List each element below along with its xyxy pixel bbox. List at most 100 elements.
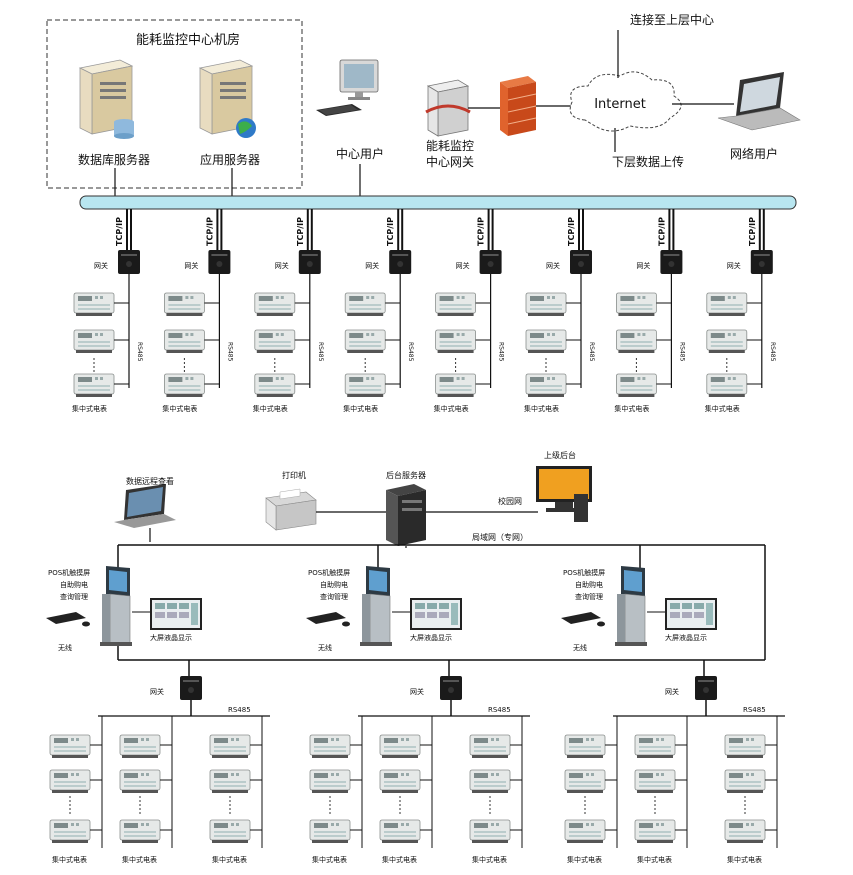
tcp-ip-label: TCP/IP: [477, 217, 486, 246]
meter-icon: [564, 819, 606, 844]
section-gateway-icon: [180, 676, 202, 700]
backend-server-label: 后台服务器: [386, 470, 426, 480]
meter-icon: [435, 329, 477, 354]
branch-gateway-label: 网关: [275, 261, 289, 270]
meter-label: 集中式电表: [122, 855, 157, 864]
section-gateway-label: 网关: [150, 687, 164, 696]
meter-icon: [379, 734, 421, 759]
branch-gateway-label: 网关: [365, 261, 379, 270]
meter-icon: [344, 292, 386, 317]
meter-icon: [49, 769, 91, 794]
meter-icon: [73, 329, 115, 354]
branch-gateway-label: 网关: [456, 261, 470, 270]
rs485-label: RS485: [228, 706, 251, 714]
meter-icon: [525, 373, 567, 398]
tcp-ip-label: TCP/IP: [748, 217, 757, 246]
meter-icon: [469, 769, 511, 794]
rs485-label: RS485: [743, 706, 766, 714]
meter-icon: [615, 373, 657, 398]
wireless-keyboard-icon: [46, 612, 90, 627]
meter-icon: [634, 819, 676, 844]
datacenter-title: 能耗监控中心机房: [136, 32, 240, 48]
branch-gateway-label: 网关: [184, 261, 198, 270]
meter-label: 集中式电表: [212, 855, 247, 864]
wireless-label: 无线: [318, 643, 332, 652]
meter-icon: [634, 734, 676, 759]
remote-view-laptop: [114, 484, 176, 528]
meter-icon: [435, 292, 477, 317]
kiosk-icon: [614, 565, 648, 647]
meter-icon: [209, 734, 251, 759]
meter-icon: [119, 734, 161, 759]
kiosk-icon: [359, 565, 393, 647]
meter-icon: [724, 819, 766, 844]
meter-icon: [344, 329, 386, 354]
app-server-label: 应用服务器: [200, 152, 260, 167]
meter-group-label: 集中式电表: [72, 404, 107, 413]
meter-icon: [564, 734, 606, 759]
meter-icon: [344, 373, 386, 398]
lan-label: 局域网（专网）: [472, 532, 528, 542]
meter-icon: [163, 292, 205, 317]
network-user-laptop: [717, 72, 801, 131]
meter-icon: [73, 292, 115, 317]
upper-backend-pc: [536, 466, 592, 522]
kiosk-label-line1: POS机触摸屏: [308, 568, 350, 577]
big-screen-icon: [150, 598, 202, 630]
kiosk-label-line3: 查询管理: [575, 592, 603, 601]
meter-icon: [379, 819, 421, 844]
big-screen-label: 大屏液晶显示: [410, 633, 452, 642]
branch-gateway-icon: [479, 250, 502, 274]
kiosk-label-line2: 自助购电: [320, 580, 348, 589]
meter-label: 集中式电表: [472, 855, 507, 864]
section-gateway-icon: [695, 676, 717, 700]
rs485-label: RS485: [226, 342, 233, 362]
meter-icon: [209, 819, 251, 844]
section-gateway-label: 网关: [410, 687, 424, 696]
firewall-icon: [500, 76, 537, 136]
meter-icon: [49, 819, 91, 844]
meter-label: 集中式电表: [52, 855, 87, 864]
upper-backend-label: 上级后台: [544, 450, 576, 460]
tcp-ip-label: TCP/IP: [205, 217, 214, 246]
bottom-section: POS机触摸屏自助购电查询管理无线大屏液晶显示网关RS485集中式电表集中式电表…: [46, 565, 270, 864]
meter-group-label: 集中式电表: [253, 404, 288, 413]
center-user-label: 中心用户: [336, 146, 384, 161]
application-server: [199, 59, 256, 138]
meter-icon: [119, 819, 161, 844]
printer-icon: [265, 488, 317, 531]
rs485-label: RS485: [678, 342, 685, 362]
rs485-label: RS485: [769, 342, 776, 362]
meter-icon: [706, 373, 748, 398]
kiosk-label-line3: 查询管理: [320, 592, 348, 601]
datacenter-frame: [46, 19, 303, 189]
meter-icon: [379, 769, 421, 794]
meter-icon: [73, 373, 115, 398]
campus-net-label: 校园网: [498, 496, 522, 506]
wireless-label: 无线: [573, 643, 587, 652]
big-screen-icon: [665, 598, 717, 630]
tcp-ip-label: TCP/IP: [567, 217, 576, 246]
branch-gateway-icon: [118, 250, 140, 274]
center-gateway-label-line2: 中心网关: [426, 154, 474, 169]
internet-label: Internet: [594, 97, 646, 112]
branch-gateway-label: 网关: [727, 261, 741, 270]
branch-gateway-icon: [389, 250, 412, 274]
meter-label: 集中式电表: [727, 855, 762, 864]
meter-icon: [615, 292, 657, 317]
remote-view-label: 数据远程查看: [126, 476, 174, 486]
tcp-ip-label: TCP/IP: [115, 217, 124, 246]
meter-icon: [615, 329, 657, 354]
bottom-section: POS机触摸屏自助购电查询管理无线大屏液晶显示网关RS485集中式电表集中式电表…: [561, 565, 785, 864]
center-gateway-label-line1: 能耗监控: [426, 139, 474, 153]
meter-icon: [564, 769, 606, 794]
rs485-label: RS485: [136, 342, 143, 362]
meter-label: 集中式电表: [312, 855, 347, 864]
lower-upload-label: 下层数据上传: [612, 154, 684, 169]
internet-cloud-icon: [569, 71, 682, 132]
big-screen-label: 大屏液晶显示: [150, 633, 192, 642]
meter-icon: [706, 292, 748, 317]
